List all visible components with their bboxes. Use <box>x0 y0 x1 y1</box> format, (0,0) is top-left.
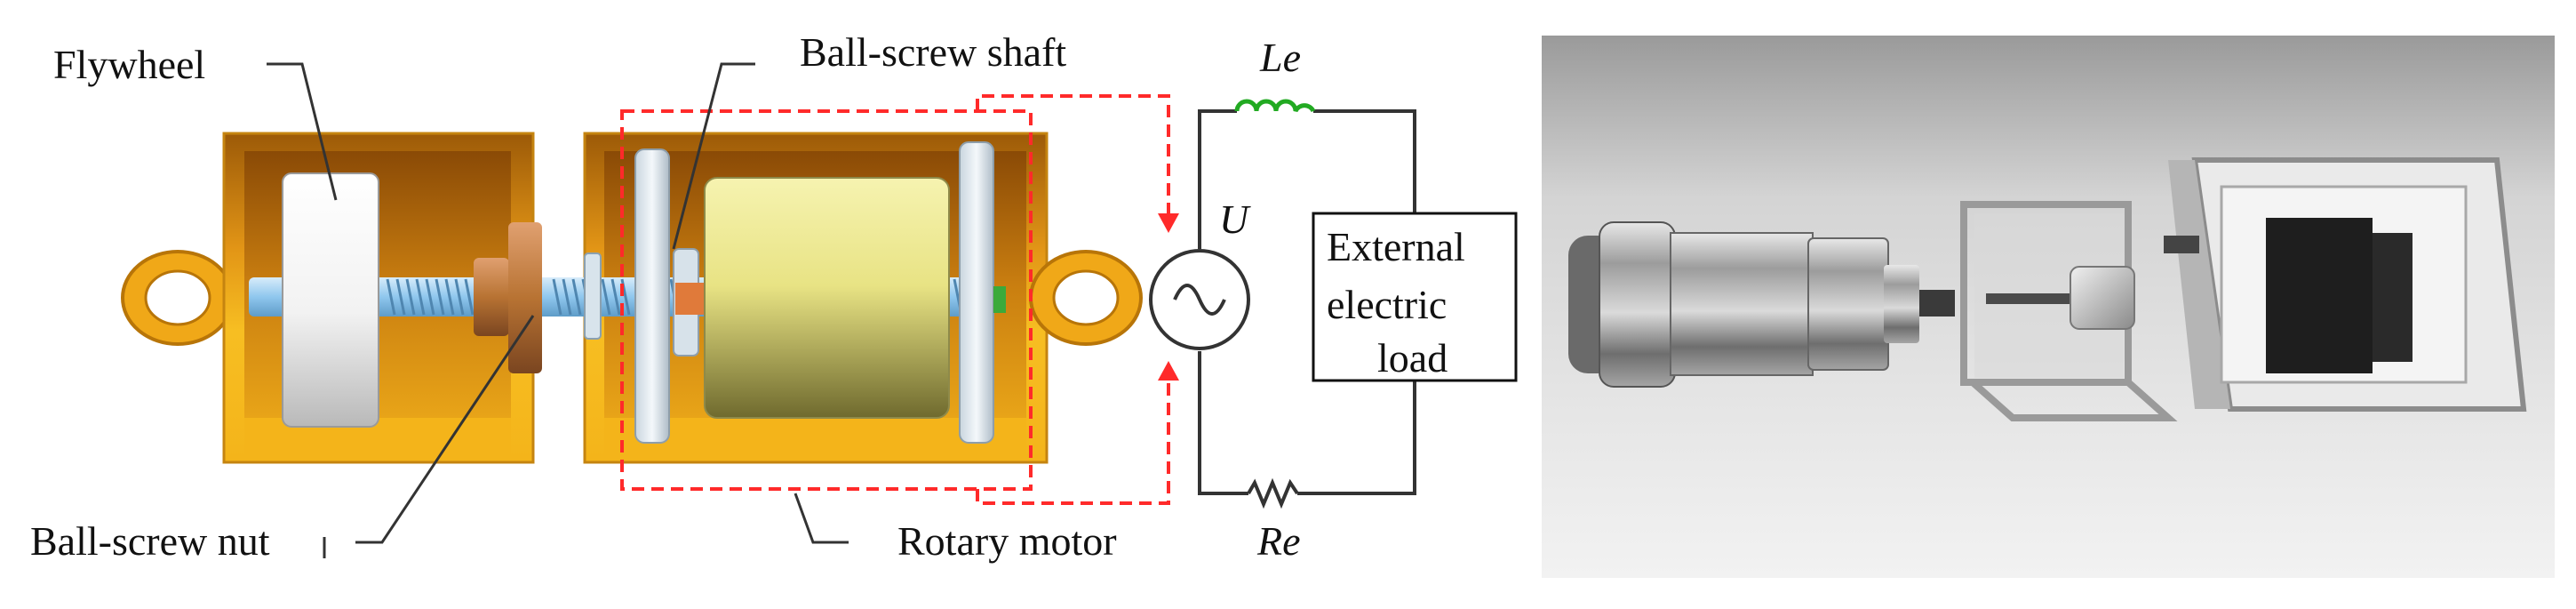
thread-line <box>425 278 435 316</box>
rotary-motor-body <box>634 141 1006 444</box>
rotary-motor-label: Rotary motor <box>897 518 1117 564</box>
resistance-label: Re <box>1256 518 1301 564</box>
thread-line <box>552 278 562 316</box>
thread-line <box>562 278 572 316</box>
external-load-box <box>1312 212 1518 382</box>
thread-line <box>444 278 455 316</box>
ball-screw-nut-body <box>474 222 602 373</box>
thread-line <box>386 278 396 316</box>
thread-line <box>571 278 582 316</box>
thread-line <box>415 278 426 316</box>
load-label-line2: electric <box>1327 282 1447 327</box>
flywheel-label: Flywheel <box>53 42 205 87</box>
prototype-photo <box>1542 36 2555 578</box>
thread-line <box>435 278 445 316</box>
thread-line <box>464 278 475 316</box>
source-label: U <box>1219 196 1251 242</box>
ball-screw-nut-label: Ball-screw nut <box>30 518 270 564</box>
inductance-label: Le <box>1259 35 1301 80</box>
ball-screw-shaft-label: Ball-screw shaft <box>800 29 1066 75</box>
load-label-line3: load <box>1377 335 1448 381</box>
photo-frame <box>1960 201 2178 421</box>
inductor-icon <box>1234 99 1316 113</box>
photo-cylinder-motor <box>1568 221 1955 388</box>
resistor-icon <box>1247 477 1299 509</box>
load-label-line1: External <box>1327 224 1465 269</box>
rotary-motor-boundary <box>620 109 1033 491</box>
thread-line <box>610 278 621 316</box>
thread-line <box>454 278 465 316</box>
leader-lines <box>267 62 849 558</box>
thread-line <box>395 278 406 316</box>
thread-line <box>405 278 416 316</box>
photo-motor-box <box>2164 157 2527 412</box>
external-circuit <box>1198 109 1416 495</box>
ac-source-icon <box>1149 249 1250 350</box>
motor-lead-arrows <box>1158 213 1179 381</box>
motor-leads <box>976 94 1170 505</box>
flywheel-disc <box>282 172 379 428</box>
thread-line <box>601 278 611 316</box>
